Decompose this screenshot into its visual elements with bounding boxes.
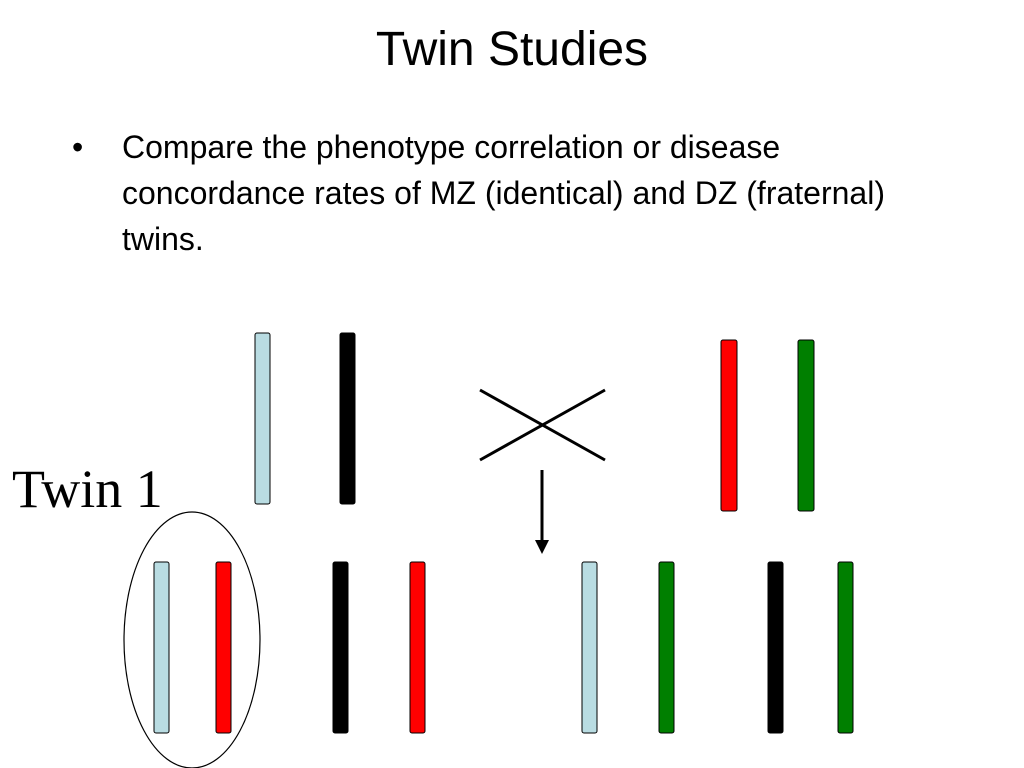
- parent-1-chromosome-2: [339, 332, 356, 505]
- offspring-4-chromosome-2: [837, 561, 854, 734]
- cross-icon: [479, 388, 606, 462]
- parent-2-chromosome-2: [797, 339, 815, 512]
- twin-1-circle: [123, 511, 261, 768]
- parent-1-chromosomes: [254, 332, 356, 505]
- twin-1-label: Twin 1: [12, 459, 163, 519]
- offspring-3-chromosome-1: [581, 561, 598, 734]
- offspring-1-chromosome-1: [153, 561, 170, 734]
- offspring-2-chromosome-1: [332, 561, 349, 734]
- slide-title: Twin Studies: [375, 23, 649, 76]
- parent-1-chromosome-1: [254, 332, 271, 505]
- offspring-twin-1: [153, 561, 232, 734]
- offspring-2: [332, 561, 426, 734]
- bullet-text: Compare the phenotype correlation or dis…: [122, 129, 885, 257]
- offspring-1-chromosome-2: [215, 561, 232, 734]
- offspring-3-chromosome-2: [658, 561, 675, 734]
- bullet-list: • Compare the phenotype correlation or d…: [66, 124, 946, 262]
- parent-2-chromosome-1: [720, 339, 738, 512]
- parent-2-chromosomes: [720, 339, 815, 512]
- offspring-4-chromosome-1: [767, 561, 784, 734]
- bullet-marker: •: [72, 129, 84, 165]
- offspring-3: [581, 561, 675, 734]
- bullet-item: • Compare the phenotype correlation or d…: [66, 124, 946, 262]
- offspring-2-chromosome-2: [409, 561, 426, 734]
- offspring-4: [767, 561, 854, 734]
- down-arrow-icon: [535, 470, 549, 554]
